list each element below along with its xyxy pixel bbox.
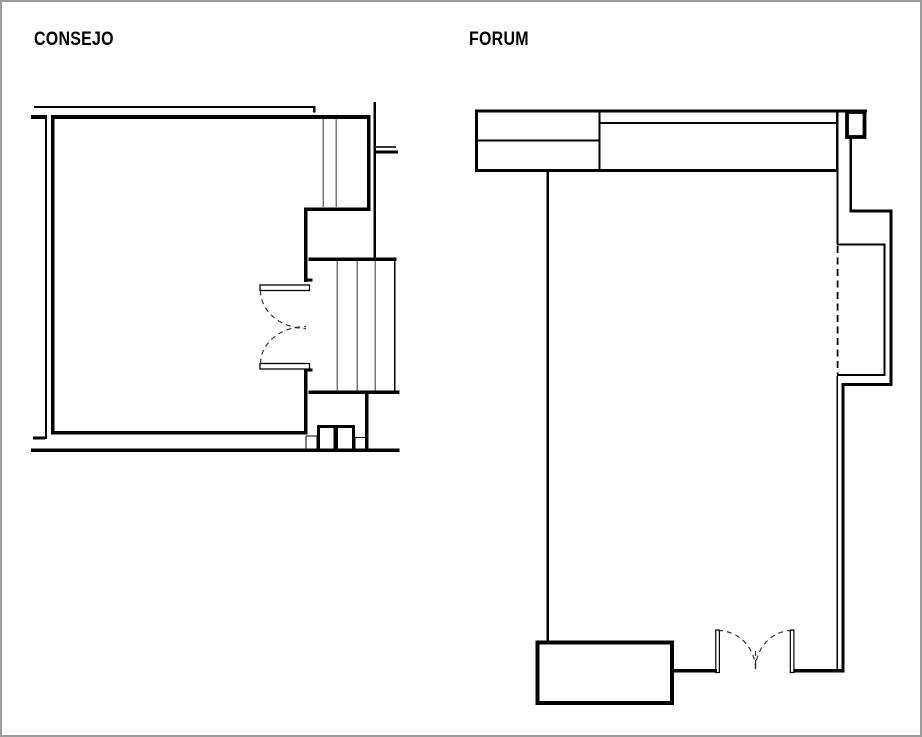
wall-segment xyxy=(849,209,893,213)
door-swing-arc xyxy=(754,629,793,670)
wall-segment xyxy=(31,115,46,119)
wall-segment xyxy=(51,115,55,435)
wall-segment xyxy=(475,169,838,172)
wall-segment xyxy=(34,106,315,108)
forum-pilaster xyxy=(845,110,867,139)
wall-segment xyxy=(367,115,371,211)
door-leaf xyxy=(715,629,720,674)
consejo-door-swing-arcs xyxy=(259,290,307,364)
wall-segment xyxy=(836,376,839,673)
wall-segment xyxy=(841,383,893,387)
wall-segment xyxy=(31,448,400,452)
partition-line xyxy=(373,102,376,259)
consejo-plan xyxy=(31,102,400,452)
wall-segment xyxy=(365,394,369,451)
forum-plan xyxy=(475,109,893,705)
forum-bottom-wall xyxy=(672,669,845,673)
wall-segment xyxy=(889,209,893,386)
door-leaf xyxy=(789,629,795,674)
forum-right-wall xyxy=(836,137,893,673)
partition-line xyxy=(335,119,337,208)
door-jamb-tick xyxy=(304,278,313,282)
partition-line xyxy=(598,112,601,169)
consejo-double-door xyxy=(259,284,311,370)
forum-top-gallery xyxy=(475,109,867,172)
stair-tread-line xyxy=(374,261,376,391)
niche-edge xyxy=(837,243,886,246)
forum-plan-title: FORUM xyxy=(469,29,529,50)
wall-connection-tick xyxy=(376,150,398,154)
niche-edge xyxy=(837,373,886,376)
consejo-walls xyxy=(31,115,371,435)
door-swing-arc xyxy=(259,290,307,330)
forum-niche xyxy=(836,243,886,376)
wall-segment xyxy=(304,368,308,435)
wall-segment xyxy=(841,386,845,673)
wall-segment xyxy=(313,106,316,113)
wall-segment xyxy=(793,669,845,673)
door-swing-arc xyxy=(259,325,307,364)
wall-segment xyxy=(51,431,308,435)
forum-left-wall xyxy=(546,169,550,641)
stair-tread-line xyxy=(356,261,358,391)
base-box xyxy=(305,435,318,451)
wall-segment xyxy=(475,109,838,113)
wall-segment xyxy=(304,207,371,211)
consejo-upper-closet xyxy=(322,102,398,259)
consejo-plan-title: CONSEJO xyxy=(34,29,114,50)
partition-line xyxy=(322,119,324,208)
wall-segment xyxy=(836,172,839,245)
niche-edge xyxy=(883,243,886,376)
partition-line xyxy=(600,122,837,125)
forum-double-door xyxy=(715,629,795,674)
consejo-exterior-lines xyxy=(31,106,400,452)
base-box xyxy=(354,436,367,451)
consejo-base-boxes xyxy=(305,425,367,452)
stair-tread-line xyxy=(336,261,338,391)
wall-segment xyxy=(45,115,47,439)
door-swing-arc xyxy=(717,629,757,670)
wall-segment xyxy=(51,115,371,119)
base-box xyxy=(317,425,337,452)
wall-segment xyxy=(33,436,45,440)
forum-door-swing-arcs xyxy=(717,629,793,670)
consejo-stair-run xyxy=(308,257,400,451)
door-jamb-tick xyxy=(304,368,313,372)
stair-edge xyxy=(308,257,397,261)
wall-segment xyxy=(475,109,478,172)
stair-edge xyxy=(308,390,400,394)
wall-connection-tick xyxy=(375,146,396,148)
wall-segment xyxy=(304,207,308,282)
forum-stage-block xyxy=(535,640,674,705)
door-leaf xyxy=(259,284,311,292)
wall-segment xyxy=(836,109,839,172)
stair-side-line xyxy=(393,261,396,391)
partition-line xyxy=(478,139,599,142)
wall-segment xyxy=(672,669,717,673)
wall-segment xyxy=(849,137,853,212)
base-box xyxy=(335,425,355,452)
door-leaf xyxy=(259,362,311,370)
